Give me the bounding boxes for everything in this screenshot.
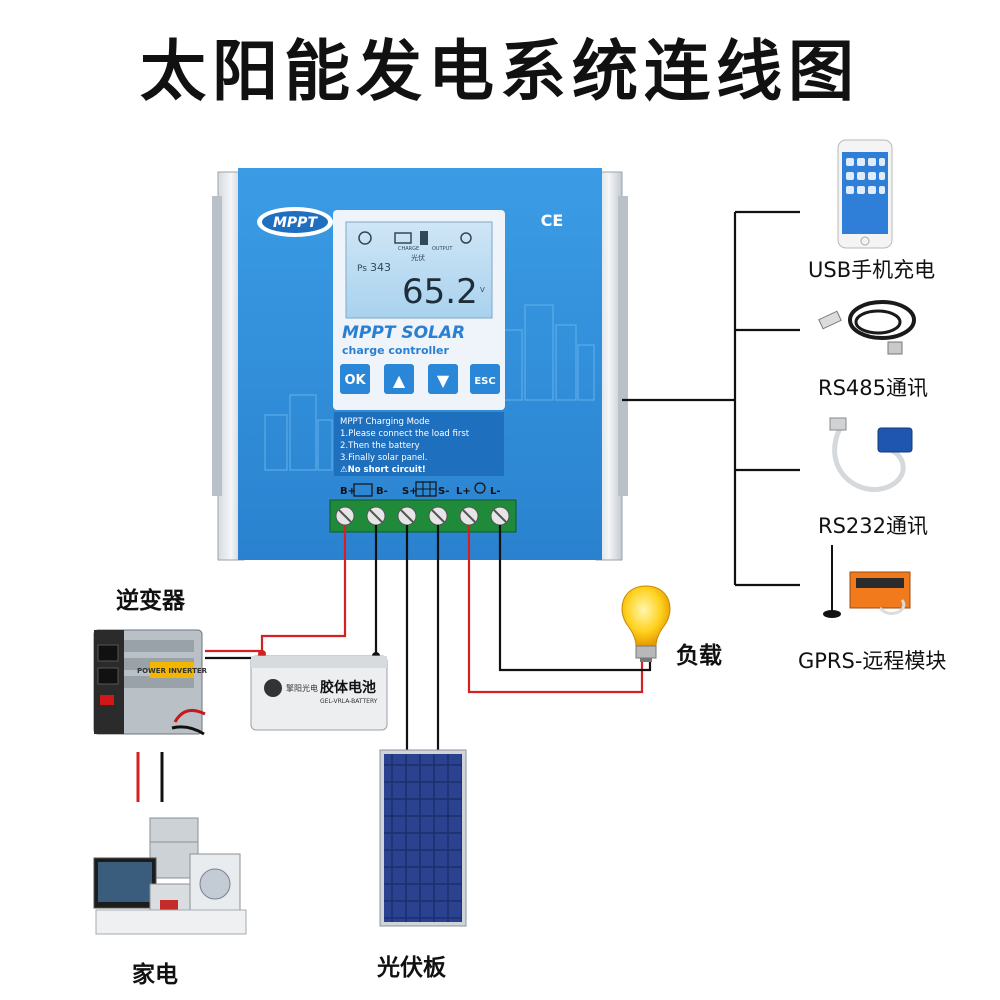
esc-button[interactable] bbox=[470, 364, 500, 394]
svg-text:Ps: Ps bbox=[357, 264, 367, 274]
solar-panel-label: 光伏板 bbox=[377, 955, 446, 981]
svg-text:CHARGE: CHARGE bbox=[398, 246, 419, 252]
instruction-line: ⚠No short circuit! bbox=[340, 465, 426, 475]
appliances-label: 家电 bbox=[132, 962, 178, 988]
load-positive-wire bbox=[467, 525, 644, 694]
inverter-device: POWER INVERTER bbox=[93, 629, 208, 736]
instructions-box bbox=[334, 412, 504, 476]
svg-text:OUTPUT: OUTPUT bbox=[432, 246, 453, 252]
usb-label: USB手机充电 bbox=[808, 258, 936, 282]
instruction-line: 2.Then the battery bbox=[340, 441, 420, 451]
wires bbox=[136, 210, 800, 802]
mppt-logo-text: MPPT bbox=[273, 215, 318, 231]
instruction-line: 3.Finally solar panel. bbox=[340, 453, 427, 463]
svg-text:OK: OK bbox=[344, 373, 366, 388]
sun-icon bbox=[358, 231, 372, 245]
rs485-cable-icon bbox=[818, 300, 916, 355]
rs232-label: RS232通讯 bbox=[818, 514, 929, 538]
down-button[interactable] bbox=[428, 364, 458, 394]
bulb-symbol-icon bbox=[474, 482, 486, 494]
svg-text:V: V bbox=[480, 286, 485, 294]
ps-value: 343 bbox=[370, 261, 391, 274]
terminal-label-l-plus: L+ bbox=[456, 486, 471, 497]
ok-button[interactable] bbox=[340, 364, 370, 394]
load-label: 负载 bbox=[676, 643, 722, 669]
gprs-module-icon bbox=[823, 545, 911, 618]
page-title: 太阳能发电系统连线图 bbox=[140, 33, 860, 110]
lamp-icon bbox=[460, 232, 472, 244]
terminal-block bbox=[329, 499, 517, 533]
terminal-label-l-minus: L- bbox=[490, 486, 501, 497]
load-negative-wire bbox=[498, 525, 652, 672]
terminal-label-b-minus: B- bbox=[376, 486, 388, 497]
smartphone-icon bbox=[837, 139, 893, 249]
battery-symbol-icon bbox=[353, 483, 373, 497]
home-appliances bbox=[93, 817, 247, 935]
svg-text:▼: ▼ bbox=[437, 371, 450, 390]
svg-text:▲: ▲ bbox=[393, 371, 406, 390]
svg-text:GEL-VRLA-BATTERY: GEL-VRLA-BATTERY bbox=[320, 698, 378, 705]
inverter-brand: POWER INVERTER bbox=[137, 667, 208, 675]
charge-controller: MPPT CE CHARGE OUTPUT 光伏 Ps 343 65.2 V M… bbox=[212, 168, 628, 561]
battery-brand-logo bbox=[264, 679, 282, 697]
battery-level-icon bbox=[420, 231, 428, 245]
terminal-label-s-plus: S+ bbox=[402, 486, 418, 497]
ce-mark: CE bbox=[541, 211, 564, 230]
instruction-line: MPPT Charging Mode bbox=[340, 417, 430, 427]
battery-type-label: 胶体电池 bbox=[320, 679, 376, 696]
gel-battery: 擎阳光电 胶体电池 GEL-VRLA-BATTERY bbox=[250, 655, 388, 731]
ac-outlet-icon bbox=[97, 667, 119, 685]
battery-positive-wire bbox=[260, 525, 347, 654]
brand-title: MPPT SOLAR bbox=[342, 323, 465, 343]
svg-text:光伏: 光伏 bbox=[411, 253, 425, 262]
up-button[interactable] bbox=[384, 364, 414, 394]
svg-text:ESC: ESC bbox=[474, 376, 495, 387]
svg-text:擎阳光电: 擎阳光电 bbox=[286, 683, 318, 693]
lcd-main-value: 65.2 bbox=[402, 272, 478, 312]
inverter-label: 逆变器 bbox=[116, 588, 185, 614]
rs232-cable-icon bbox=[829, 417, 913, 492]
battery-icon bbox=[394, 232, 412, 244]
gprs-label: GPRS-远程模块 bbox=[798, 649, 947, 673]
instruction-line: 1.Please connect the load first bbox=[340, 429, 470, 439]
brand-subtitle: charge controller bbox=[342, 344, 450, 357]
terminal-screws bbox=[335, 506, 510, 526]
terminal-label-s-minus: S- bbox=[438, 486, 449, 497]
power-switch-icon bbox=[100, 695, 114, 705]
light-bulb-icon bbox=[621, 585, 671, 662]
terminal-label-b-plus: B+ bbox=[340, 486, 356, 497]
rs485-label: RS485通讯 bbox=[818, 376, 929, 400]
ac-outlet-icon bbox=[97, 644, 119, 662]
solar-panel bbox=[379, 749, 467, 927]
